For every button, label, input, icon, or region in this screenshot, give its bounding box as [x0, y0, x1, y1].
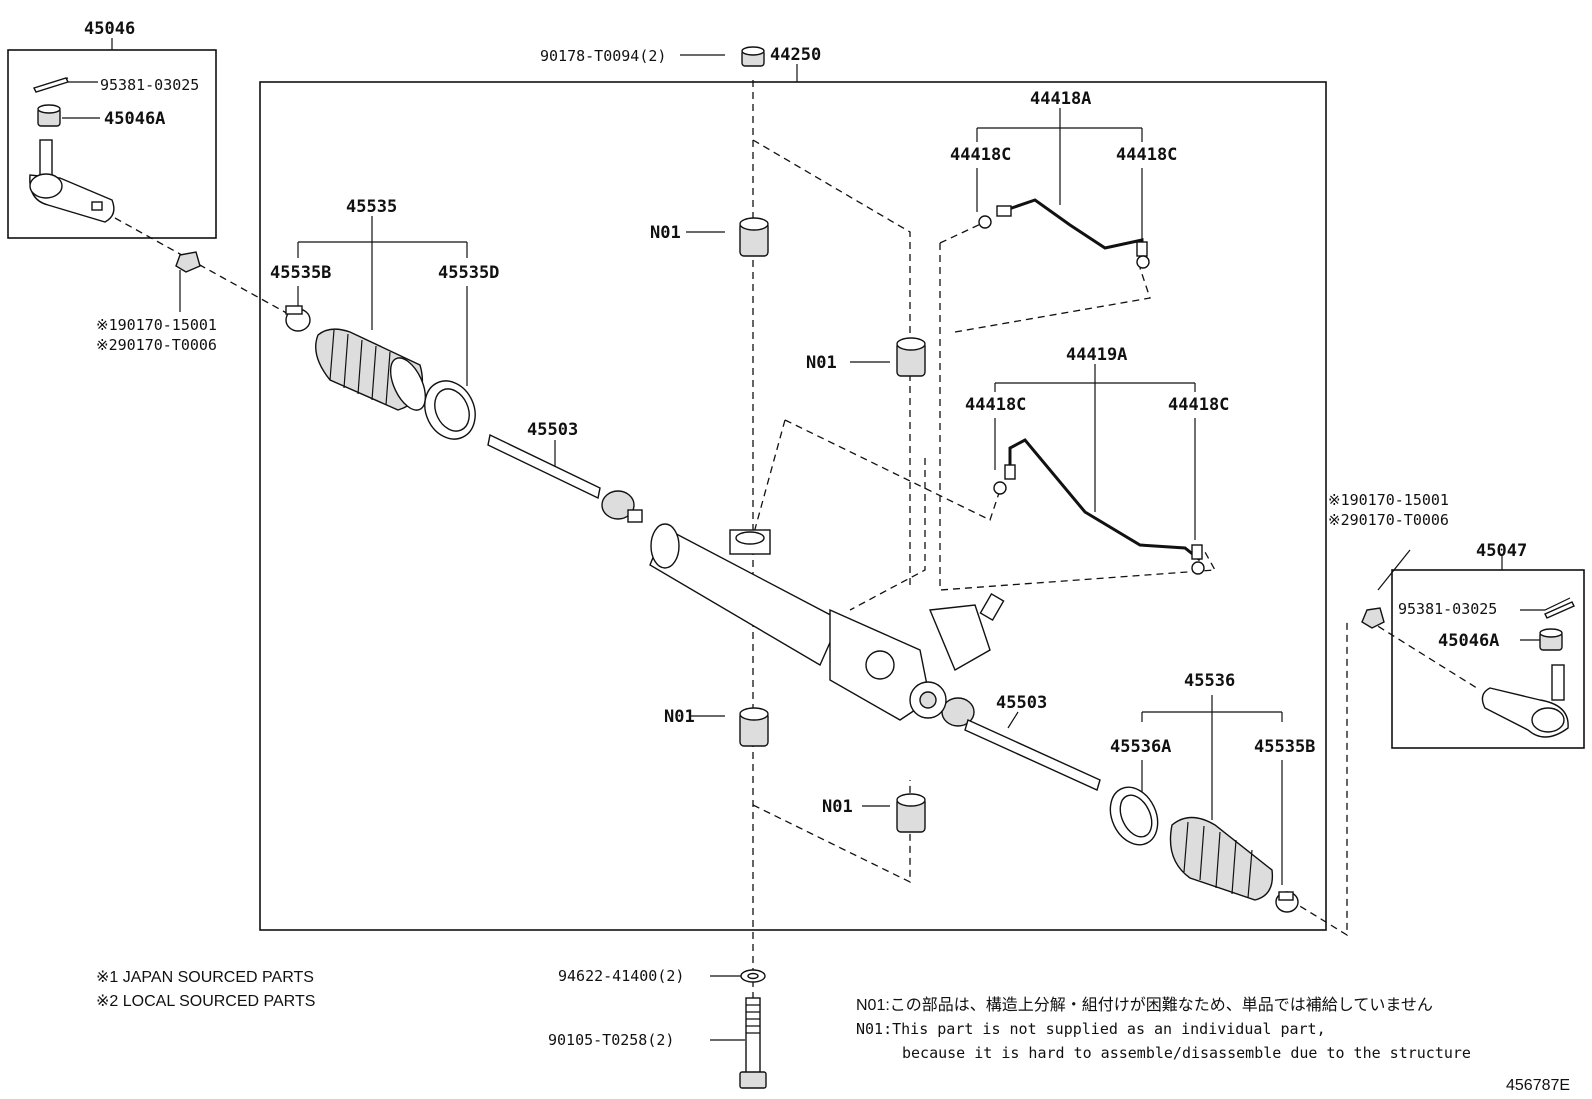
label-n01-a: N01 [650, 223, 681, 243]
bushing-n01-c-icon [739, 707, 769, 747]
label-44418c-upper-left: 44418C [950, 145, 1011, 165]
label-44250: 44250 [770, 45, 821, 65]
rack-assembly-frame [259, 81, 1327, 931]
label-45536a: 45536A [1110, 737, 1171, 757]
part-labels: 45046 95381-03025 45046A ※190170-15001 ※… [84, 19, 1527, 1049]
bushing-n01-b-icon [896, 337, 926, 377]
castle-nut-left-icon [37, 104, 61, 127]
note-n01-english-1: N01:This part is not supplied as an indi… [856, 1020, 1326, 1038]
bolt-bottom-icon [739, 997, 767, 1089]
label-bolt-top: 90178-T0094(2) [540, 47, 666, 65]
steering-rack-housing-icon [649, 523, 1005, 721]
label-n01-b: N01 [806, 353, 837, 373]
tie-rod-end-right-frame [1391, 569, 1585, 749]
label-45503-left: 45503 [527, 420, 578, 440]
bolt-top-icon [741, 46, 765, 67]
footnotes: ※1 JAPAN SOURCED PARTS ※2 LOCAL SOURCED … [96, 969, 1570, 1094]
label-45046: 45046 [84, 19, 135, 39]
label-44418c-upper-right: 44418C [1116, 145, 1177, 165]
label-n01-d: N01 [822, 797, 853, 817]
clip-right-icon [1275, 891, 1299, 913]
label-45503-right: 45503 [996, 693, 1047, 713]
grease-fitting-left-icon [175, 251, 201, 273]
label-grease-fitting-right-2: ※290170-T0006 [1328, 511, 1449, 529]
washer-bottom-icon [740, 969, 766, 983]
note-local-sourced: ※2 LOCAL SOURCED PARTS [96, 993, 315, 1010]
label-cotter-pin-left: 95381-03025 [100, 76, 199, 94]
clip-left-icon [285, 305, 311, 332]
pipe-upper-icon [978, 198, 1150, 269]
note-japan-sourced: ※1 JAPAN SOURCED PARTS [96, 969, 314, 986]
label-45535: 45535 [346, 197, 397, 217]
grease-fitting-right-icon [1361, 607, 1385, 629]
tie-rod-left-icon [487, 433, 643, 523]
label-nut-left: 45046A [104, 109, 165, 129]
figure-id: 456787E [1506, 1077, 1570, 1094]
pipe-lower-icon [993, 438, 1205, 575]
cotter-pin-right-icon [1544, 601, 1575, 619]
label-grease-fitting-left-2: ※290170-T0006 [96, 336, 217, 354]
label-washer-bottom: 94622-41400(2) [558, 967, 684, 985]
boot-left-icon [315, 328, 427, 411]
label-45535b-right: 45535B [1254, 737, 1315, 757]
label-n01-c: N01 [664, 707, 695, 727]
bushing-n01-a-icon [739, 217, 769, 257]
clamp-right-icon [1109, 786, 1159, 846]
boot-right-icon [1169, 816, 1274, 901]
label-44418a: 44418A [1030, 89, 1091, 109]
tie-rod-end-left-icon [29, 139, 115, 223]
label-bolt-bottom: 90105-T0258(2) [548, 1031, 674, 1049]
label-nut-right: 45046A [1438, 631, 1499, 651]
note-n01-english-2: because it is hard to assemble/disassemb… [902, 1044, 1471, 1062]
tie-rod-end-right-icon [1481, 664, 1569, 738]
leader-lines [41, 38, 1571, 1041]
castle-nut-right-icon [1539, 628, 1563, 651]
label-44418c-lower-right: 44418C [1168, 395, 1229, 415]
cotter-pin-left-icon [33, 77, 69, 93]
dashed-lines [114, 80, 1481, 1010]
label-44419a: 44419A [1066, 345, 1127, 365]
tie-rod-right-icon [941, 697, 1101, 791]
label-grease-fitting-right-1: ※190170-15001 [1328, 491, 1449, 509]
label-45535b-left: 45535B [270, 263, 331, 283]
label-45536: 45536 [1184, 671, 1235, 691]
bushing-n01-d-icon [896, 793, 926, 833]
label-cotter-pin-right: 95381-03025 [1398, 600, 1497, 618]
label-45535d: 45535D [438, 263, 499, 283]
label-grease-fitting-left-1: ※190170-15001 [96, 316, 217, 334]
note-n01-japanese: N01:この部品は、構造上分解・組付けが困難なため、単品では補給していません [856, 996, 1433, 1014]
clamp-left-icon [424, 380, 476, 440]
label-44418c-lower-left: 44418C [965, 395, 1026, 415]
label-45047: 45047 [1476, 541, 1527, 561]
